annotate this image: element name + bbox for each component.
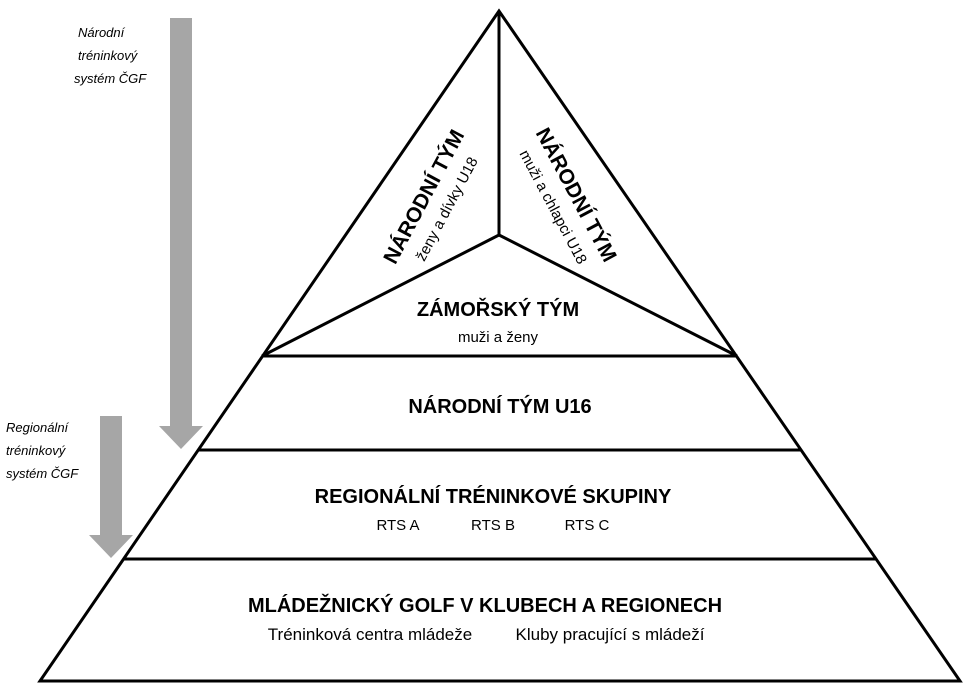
top-right-section: NÁRODNÍ TÝM muži a chlapci U18 — [516, 124, 622, 267]
regional-system-arrow — [89, 416, 133, 558]
regional-system-label-line1: Regionální — [6, 420, 70, 435]
level4-item-training-centers: Tréninková centra mládeže — [268, 625, 472, 644]
level2-title: NÁRODNÍ TÝM U16 — [408, 394, 591, 418]
level3-item-a: RTS A — [376, 517, 419, 534]
center-roof-right — [498, 233, 738, 358]
pyramid-outline — [37, 8, 963, 683]
center-subtitle: muži a ženy — [458, 329, 539, 346]
national-system-label-line1: Národní — [78, 25, 126, 40]
regional-system-label-line2: tréninkový — [6, 443, 67, 458]
regional-system-label-line3: systém ČGF — [6, 466, 79, 481]
level4-title: MLÁDEŽNICKÝ GOLF V KLUBECH A REGIONECH — [248, 593, 722, 617]
top-left-section: NÁRODNÍ TÝM ženy a dívky U18 — [378, 126, 481, 268]
level4-item-youth-clubs: Kluby pracující s mládeží — [516, 625, 705, 644]
level3-title: REGIONÁLNÍ TRÉNINKOVÉ SKUPINY — [315, 485, 672, 508]
level3-item-b: RTS B — [471, 517, 515, 534]
national-system-label-line2: tréninkový — [78, 48, 139, 63]
national-system-label-line3: systém ČGF — [74, 71, 147, 86]
national-system-arrow — [159, 18, 203, 449]
level3-item-c: RTS C — [565, 517, 610, 534]
center-title: ZÁMOŘSKÝ TÝM — [417, 297, 579, 321]
center-roof-left — [261, 233, 500, 358]
